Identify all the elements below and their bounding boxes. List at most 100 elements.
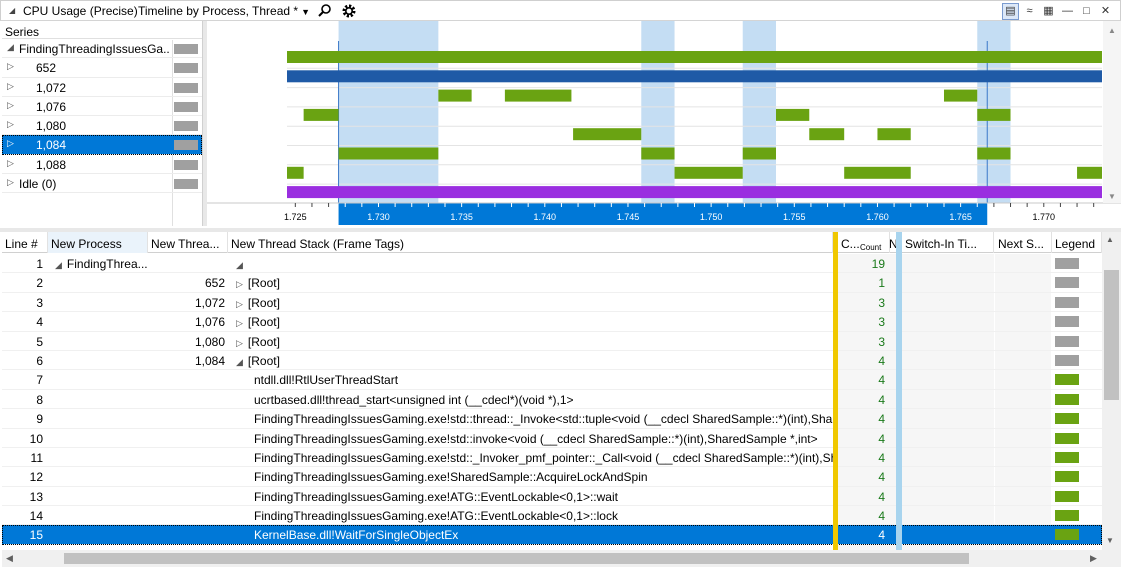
legend-swatch[interactable] bbox=[1055, 296, 1079, 308]
legend-swatch[interactable] bbox=[1055, 529, 1079, 541]
expand-right-icon[interactable]: ▷ bbox=[236, 279, 243, 290]
col-next-switch[interactable]: Next S... bbox=[995, 232, 1052, 253]
series-swatch[interactable] bbox=[174, 63, 198, 74]
series-swatch[interactable] bbox=[174, 101, 198, 112]
search-icon[interactable] bbox=[317, 3, 333, 19]
preset-dropdown[interactable]: Timeline by Process, Thread *▼ bbox=[138, 4, 310, 18]
line-number: 11 bbox=[30, 450, 43, 465]
grouping-divider[interactable] bbox=[833, 232, 838, 550]
col-new-process[interactable]: New Process bbox=[48, 232, 148, 253]
series-row[interactable]: ▷1,076 bbox=[2, 97, 202, 117]
graphing-divider[interactable] bbox=[896, 232, 902, 550]
stack-frame: [Root] bbox=[247, 276, 280, 291]
legend-swatch[interactable] bbox=[1055, 258, 1079, 269]
graph-table-splitter[interactable] bbox=[0, 228, 1121, 232]
series-row[interactable]: ▷1,088 bbox=[2, 155, 202, 175]
scroll-left-icon[interactable]: ◀ bbox=[6, 553, 13, 563]
scroll-up-icon[interactable]: ▲ bbox=[1106, 235, 1114, 244]
series-row[interactable]: ▷1,080 bbox=[2, 116, 202, 136]
series-swatch[interactable] bbox=[174, 44, 198, 54]
legend-swatch[interactable] bbox=[1055, 335, 1079, 347]
graph-and-table-icon[interactable]: ▤ bbox=[1002, 3, 1019, 20]
gear-icon[interactable] bbox=[341, 3, 357, 19]
series-row[interactable]: ▷1,072 bbox=[2, 78, 202, 97]
expand-right-icon[interactable]: ▷ bbox=[236, 318, 243, 329]
series-swatch[interactable] bbox=[174, 82, 198, 93]
legend-swatch[interactable] bbox=[1055, 413, 1079, 425]
legend-swatch[interactable] bbox=[1055, 393, 1079, 405]
legend-swatch[interactable] bbox=[1055, 277, 1079, 289]
expand-right-icon[interactable]: ▷ bbox=[7, 157, 14, 168]
col-new-thread[interactable]: New Threa... bbox=[148, 232, 228, 253]
process-cell bbox=[52, 293, 148, 312]
expand-right-icon[interactable]: ▷ bbox=[236, 337, 243, 348]
scroll-right-icon[interactable]: ▶ bbox=[1090, 553, 1097, 563]
horizontal-scroll-thumb[interactable] bbox=[64, 553, 969, 564]
series-row[interactable]: ▷Idle (0) bbox=[2, 174, 202, 194]
horizontal-scrollbar[interactable]: ◀ ▶ bbox=[2, 550, 1102, 567]
table-row[interactable]: 1◢FindingThrea...◢19 bbox=[2, 254, 1102, 274]
legend-swatch[interactable] bbox=[1055, 354, 1079, 366]
count-value: 4 bbox=[878, 392, 885, 407]
legend-swatch[interactable] bbox=[1055, 451, 1079, 463]
series-row[interactable]: ◢FindingThreadingIssuesGa... bbox=[2, 39, 202, 59]
expand-right-icon[interactable]: ▷ bbox=[7, 80, 14, 91]
collapse-graph-icon[interactable]: ◢ bbox=[9, 6, 16, 15]
graph-only-icon[interactable]: ≈ bbox=[1026, 5, 1033, 17]
legend-swatch[interactable] bbox=[1055, 374, 1079, 386]
panel-splitter[interactable] bbox=[203, 21, 207, 226]
series-row[interactable]: ▷652 bbox=[2, 58, 202, 78]
legend-swatch[interactable] bbox=[1055, 471, 1079, 483]
legend-swatch[interactable] bbox=[1055, 432, 1079, 444]
legend-swatch[interactable] bbox=[1055, 490, 1079, 502]
col-legend[interactable]: Legend bbox=[1052, 232, 1102, 253]
thread-id bbox=[148, 254, 228, 273]
lane-segment bbox=[844, 166, 911, 179]
expand-right-icon[interactable]: ▷ bbox=[7, 119, 14, 130]
expand-down-icon[interactable]: ◢ bbox=[7, 42, 14, 52]
expand-right-icon[interactable]: ▷ bbox=[7, 61, 14, 72]
legend-swatch[interactable] bbox=[1055, 510, 1079, 522]
expand-right-icon[interactable]: ▷ bbox=[236, 298, 243, 309]
col-count[interactable]: C...Count bbox=[838, 232, 890, 253]
series-swatch[interactable] bbox=[174, 179, 198, 190]
series-swatch[interactable] bbox=[174, 121, 198, 132]
expand-right-icon[interactable]: ▷ bbox=[7, 177, 14, 188]
col-new-thread-stack[interactable]: New Thread Stack (Frame Tags) bbox=[228, 232, 833, 253]
series-swatch[interactable] bbox=[174, 159, 198, 170]
minimize-icon[interactable]: — bbox=[1062, 5, 1073, 17]
scroll-down-icon[interactable]: ▼ bbox=[1106, 536, 1114, 545]
expand-right-icon[interactable]: ▷ bbox=[7, 138, 14, 149]
thread-id bbox=[148, 448, 228, 467]
close-icon[interactable]: ✕ bbox=[1100, 5, 1111, 17]
vertical-scroll-thumb[interactable] bbox=[1104, 270, 1119, 400]
expand-down-icon[interactable]: ◢ bbox=[55, 260, 62, 270]
series-swatch[interactable] bbox=[174, 140, 198, 151]
expand-right-icon[interactable]: ▷ bbox=[7, 99, 14, 110]
maximize-icon[interactable]: □ bbox=[1083, 5, 1090, 17]
vertical-scrollbar[interactable]: ▲ ▼ bbox=[1102, 232, 1121, 550]
col-line[interactable]: Line # bbox=[2, 232, 48, 253]
col-switch-in-time[interactable]: Switch-In Ti... bbox=[902, 232, 994, 253]
legend-swatch[interactable] bbox=[1055, 316, 1079, 328]
table-only-icon[interactable]: ▦ bbox=[1043, 5, 1054, 17]
expand-down-icon[interactable]: ◢ bbox=[236, 260, 243, 270]
series-row-selected[interactable]: ▷1,084 bbox=[2, 135, 202, 155]
expand-down-icon[interactable]: ◢ bbox=[236, 356, 243, 367]
